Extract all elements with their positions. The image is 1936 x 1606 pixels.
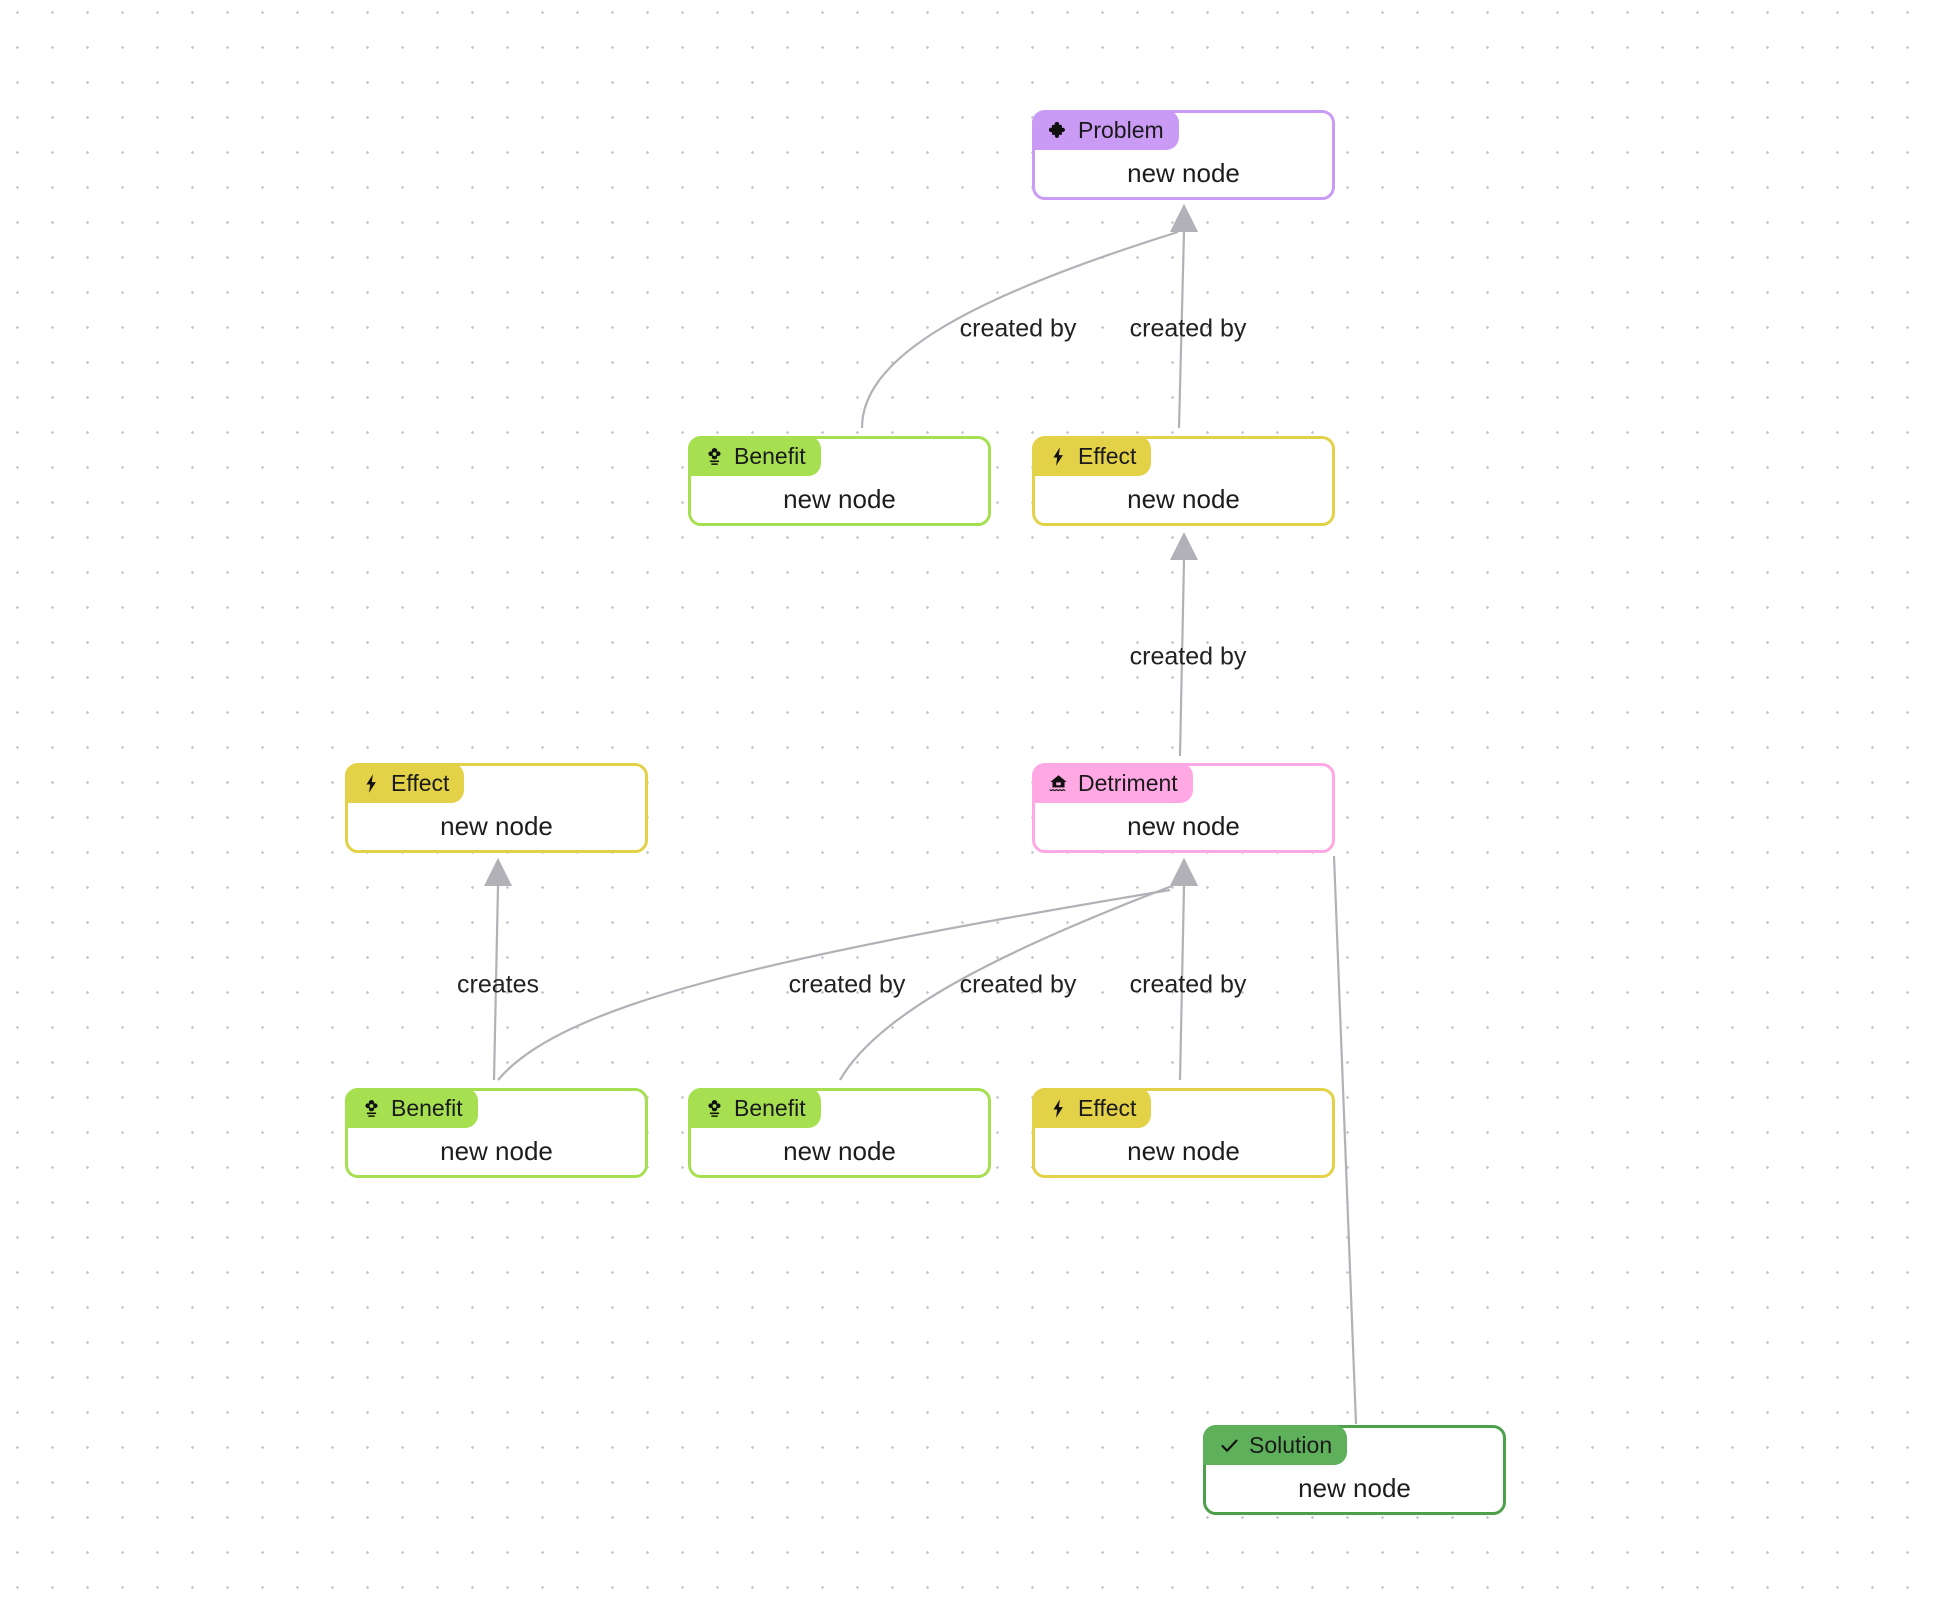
node-title[interactable]: new node — [1127, 483, 1240, 514]
node-title[interactable]: new node — [1127, 157, 1240, 188]
node-benefit-bottom-left[interactable]: Benefit new node — [345, 1088, 648, 1178]
node-type-label: Detriment — [1078, 769, 1178, 796]
node-effect-left[interactable]: Effect new node — [345, 763, 648, 853]
node-problem[interactable]: Problem new node — [1032, 110, 1335, 200]
edge-creates-benefit-to-effect — [484, 858, 512, 1081]
lightning-bolt-icon — [1048, 1098, 1069, 1119]
sprout-flower-icon — [704, 446, 725, 467]
node-type-label: Effect — [1078, 1094, 1137, 1121]
node-type-badge: Effect — [345, 763, 465, 803]
node-title[interactable]: new node — [440, 1135, 553, 1166]
node-benefit-bottom-middle[interactable]: Benefit new node — [688, 1088, 991, 1178]
lightning-bolt-icon — [361, 773, 382, 794]
node-type-label: Benefit — [391, 1094, 463, 1121]
node-type-badge: Problem — [1032, 110, 1179, 150]
puzzle-piece-icon — [1048, 120, 1069, 141]
node-effect-upper[interactable]: Effect new node — [1032, 436, 1335, 526]
node-type-label: Solution — [1249, 1431, 1333, 1458]
node-detriment[interactable]: Detriment new node — [1032, 763, 1335, 853]
node-effect-bottom-right[interactable]: Effect new node — [1032, 1088, 1335, 1178]
edge-label: created by — [1129, 314, 1247, 343]
edge-label: created by — [788, 970, 906, 999]
edge-label: created by — [1129, 970, 1247, 999]
node-title[interactable]: new node — [1298, 1472, 1411, 1503]
node-type-label: Problem — [1078, 116, 1164, 143]
node-type-badge: Effect — [1032, 436, 1152, 476]
node-title[interactable]: new node — [440, 810, 553, 841]
node-type-badge: Solution — [1203, 1425, 1348, 1465]
node-benefit-upper[interactable]: Benefit new node — [688, 436, 991, 526]
checkmark-icon — [1219, 1435, 1240, 1456]
sprout-flower-icon — [361, 1098, 382, 1119]
edge-label: created by — [1129, 642, 1247, 671]
edge-created-by-effect-to-detriment — [1170, 858, 1198, 1081]
node-title[interactable]: new node — [783, 1135, 896, 1166]
edge-created-by-benefit-mid-to-detriment — [839, 858, 1198, 1081]
edge-label: created by — [959, 314, 1077, 343]
node-type-label: Effect — [391, 769, 450, 796]
sprout-flower-icon — [704, 1098, 725, 1119]
node-title[interactable]: new node — [783, 483, 896, 514]
node-type-label: Benefit — [734, 442, 806, 469]
node-title[interactable]: new node — [1127, 1135, 1240, 1166]
node-title[interactable]: new node — [1127, 810, 1240, 841]
flooded-house-icon — [1048, 773, 1069, 794]
node-type-badge: Effect — [1032, 1088, 1152, 1128]
node-type-label: Benefit — [734, 1094, 806, 1121]
node-type-badge: Benefit — [345, 1088, 478, 1128]
edge-label: created by — [959, 970, 1077, 999]
node-type-label: Effect — [1078, 442, 1137, 469]
node-solution[interactable]: Solution new node — [1203, 1425, 1506, 1515]
edge-created-by-benefit-left-to-detriment — [497, 858, 1198, 1081]
node-type-badge: Benefit — [688, 436, 821, 476]
lightning-bolt-icon — [1048, 446, 1069, 467]
edge-label: creates — [457, 970, 539, 999]
node-type-badge: Benefit — [688, 1088, 821, 1128]
edge-solution-to-detriment — [1332, 855, 1358, 1425]
node-type-badge: Detriment — [1032, 763, 1193, 803]
